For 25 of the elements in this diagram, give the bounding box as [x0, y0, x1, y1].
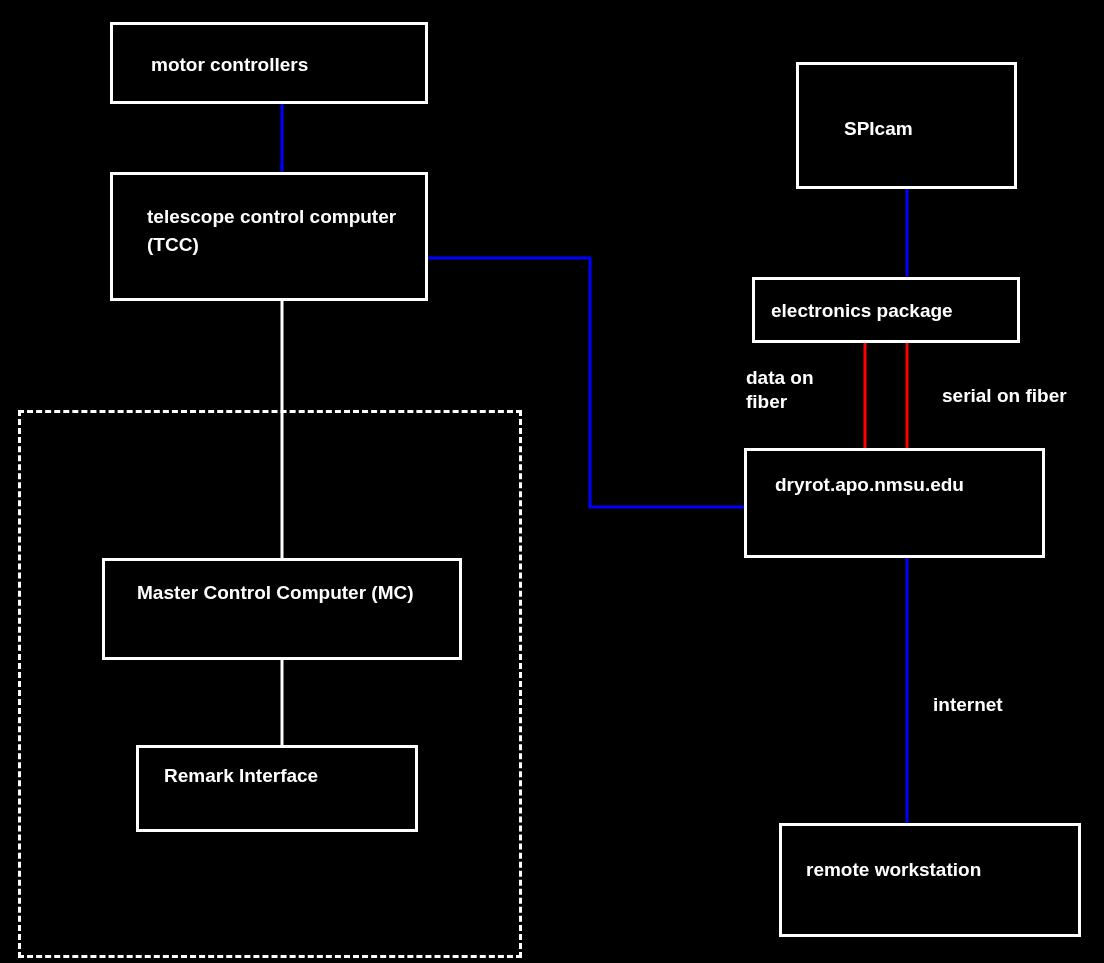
connector-line	[280, 104, 284, 172]
process-box	[744, 448, 1045, 558]
connector-line	[905, 343, 909, 448]
box-label: remote workstation	[806, 858, 983, 882]
process-box	[796, 62, 1017, 189]
connector-line	[905, 189, 909, 277]
connector-line	[428, 256, 744, 509]
process-box	[136, 745, 418, 832]
connector-line	[863, 343, 867, 448]
connector-line	[280, 660, 284, 745]
process-box	[110, 22, 428, 104]
box-label: dryrot.apo.nmsu.edu	[775, 473, 965, 497]
process-box	[779, 823, 1081, 937]
box-label: SPIcam	[844, 117, 914, 141]
process-box	[102, 558, 462, 660]
box-label: Remark Interface	[164, 764, 320, 788]
box-label: Master Control Computer (MC)	[137, 581, 415, 605]
dashed-group-box	[18, 410, 522, 958]
connector-line	[280, 301, 284, 558]
box-label: telescope control computer (TCC)	[147, 205, 398, 257]
box-label: electronics package	[771, 299, 954, 323]
connector-line	[905, 558, 909, 823]
process-box	[110, 172, 428, 301]
box-label: motor controllers	[151, 53, 310, 77]
process-box	[752, 277, 1020, 343]
